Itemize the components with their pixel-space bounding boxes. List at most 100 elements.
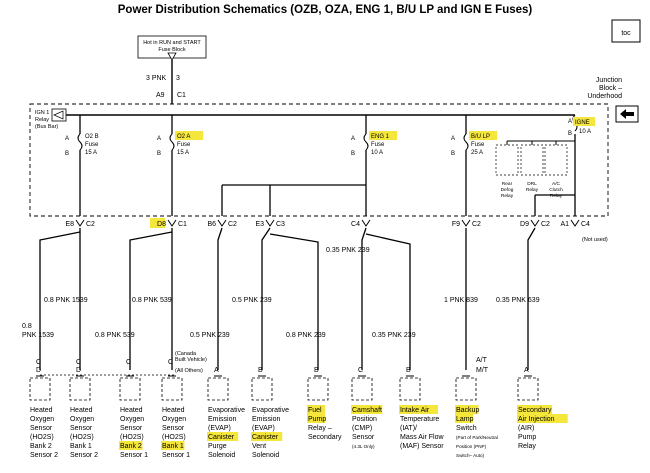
fuse-rating: 15 A xyxy=(177,150,189,156)
component-label: (EVAP) xyxy=(252,425,275,432)
connector-id: C2 xyxy=(86,221,95,228)
page-title: Power Distribution Schematics (OZB, OZA,… xyxy=(118,4,533,16)
canada-note-2: Built Vehicle) xyxy=(175,357,207,363)
fuse-name: O2 A xyxy=(177,134,190,140)
fuse-type: Fuse xyxy=(371,142,385,148)
connector-pin: E3 xyxy=(255,221,264,228)
component-label: (HO2S) xyxy=(120,434,144,441)
component-label: Air Injection xyxy=(518,416,555,423)
fuse-pin-a: A xyxy=(451,136,455,142)
fuse-pin-b: B xyxy=(568,131,572,137)
connector-id: C2 xyxy=(472,221,481,228)
fuse-pin-b: B xyxy=(351,151,355,157)
wire-label: 0.5 PNK 239 xyxy=(190,332,230,339)
relay-label: Clutch xyxy=(549,187,563,193)
fuse-pin-a: A xyxy=(65,136,69,142)
component-4: EvaporativeEmission(EVAP)CanisterPurgeSo… xyxy=(207,375,245,459)
component-label: (HO2S) xyxy=(70,434,94,441)
component-label: Sensor xyxy=(30,425,53,432)
component-pin: D xyxy=(76,367,81,374)
component-label: (CMP) xyxy=(352,425,372,432)
component-pin: B xyxy=(258,367,263,374)
component-label: Mass Air Flow xyxy=(400,434,445,441)
feed-wire-right: 3 xyxy=(176,75,180,82)
component-5: EvaporativeEmission(EVAP)CanisterVentSol… xyxy=(251,375,289,459)
wire-label: 0.8 PNK 1539 xyxy=(44,297,88,304)
left-arrow-icon[interactable] xyxy=(615,105,639,123)
wire-label: 0.5 PNK 239 xyxy=(232,297,272,304)
fuse-type: Fuse xyxy=(85,142,99,148)
component-label: Sensor 1 xyxy=(120,452,148,459)
fuse-name: IGNE xyxy=(575,120,590,126)
component-label: Evaporative xyxy=(208,407,245,414)
connector-id: C1 xyxy=(178,221,187,228)
component-label: Emission xyxy=(252,416,281,423)
wire-label: 0.8 xyxy=(22,323,32,330)
component-label: (HO2S) xyxy=(30,434,54,441)
wire-label: 0.35 PNK 639 xyxy=(496,297,540,304)
relay-label: Relay xyxy=(526,187,539,193)
component-label: Sensor xyxy=(162,425,185,432)
component-label: Heated xyxy=(120,407,143,414)
connector-id: C2 xyxy=(228,221,237,228)
component-label: Oxygen xyxy=(162,416,186,423)
component-label: Pump xyxy=(308,416,326,423)
connector-id: C2 xyxy=(541,221,550,228)
connector-pin: A1 xyxy=(560,221,569,228)
component-pin: C xyxy=(168,359,173,366)
connector-id: C3 xyxy=(276,221,285,228)
component-label: Sensor xyxy=(352,434,375,441)
component-label: Switch– Auto) xyxy=(456,453,485,458)
ign1-relay-line3: (Bus Bar) xyxy=(35,124,58,130)
connector-pin: D8 xyxy=(157,221,166,228)
fuse-rating: 15 A xyxy=(85,150,97,156)
relay-label: Rear xyxy=(502,181,513,187)
fuse-pin-b: B xyxy=(451,151,455,157)
toc-badge[interactable]: toc xyxy=(611,19,641,43)
component-label: Intake Air xyxy=(400,407,430,414)
fuse-rating: 25 A xyxy=(471,150,483,156)
component-label: Vent xyxy=(252,443,266,450)
connector-3: E3 C3 xyxy=(255,219,285,228)
component-label: Sensor 2 xyxy=(30,452,58,459)
wire-label: 0.8 PNK 239 xyxy=(286,332,326,339)
component-label: Fuel xyxy=(308,407,322,414)
component-pin: A xyxy=(214,367,219,374)
component-label: Heated xyxy=(162,407,185,414)
component-label: Canister xyxy=(252,434,279,441)
component-label: Bank 2 xyxy=(30,443,52,450)
fuse-type: Fuse xyxy=(471,142,485,148)
mt-note: M/T xyxy=(476,367,489,374)
wire-harness xyxy=(39,227,536,370)
component-label: Bank 2 xyxy=(120,443,142,450)
component-label: Backup xyxy=(456,407,479,414)
fuse-pin-b: B xyxy=(157,151,161,157)
connector-pin: C4 xyxy=(351,221,360,228)
feed-pin-left: A9 xyxy=(156,92,165,99)
fuse-rating: 10 A xyxy=(579,129,591,135)
ign1-relay-line1: IGN 1 xyxy=(35,110,49,116)
junction-label-2: Block – xyxy=(599,85,622,92)
component-label: Camshaft xyxy=(352,407,382,414)
component-label: Relay xyxy=(518,443,536,450)
junction-label-1: Junction xyxy=(596,77,622,84)
component-pin: B xyxy=(314,367,319,374)
at-note: A/T xyxy=(476,357,488,364)
fuse-pin-a: A xyxy=(568,119,572,125)
wire-label: 0.35 PNK 239 xyxy=(372,332,416,339)
component-label: Oxygen xyxy=(70,416,94,423)
connector-4: C4 xyxy=(351,219,371,228)
connector-1: D8 C1 xyxy=(150,218,187,228)
